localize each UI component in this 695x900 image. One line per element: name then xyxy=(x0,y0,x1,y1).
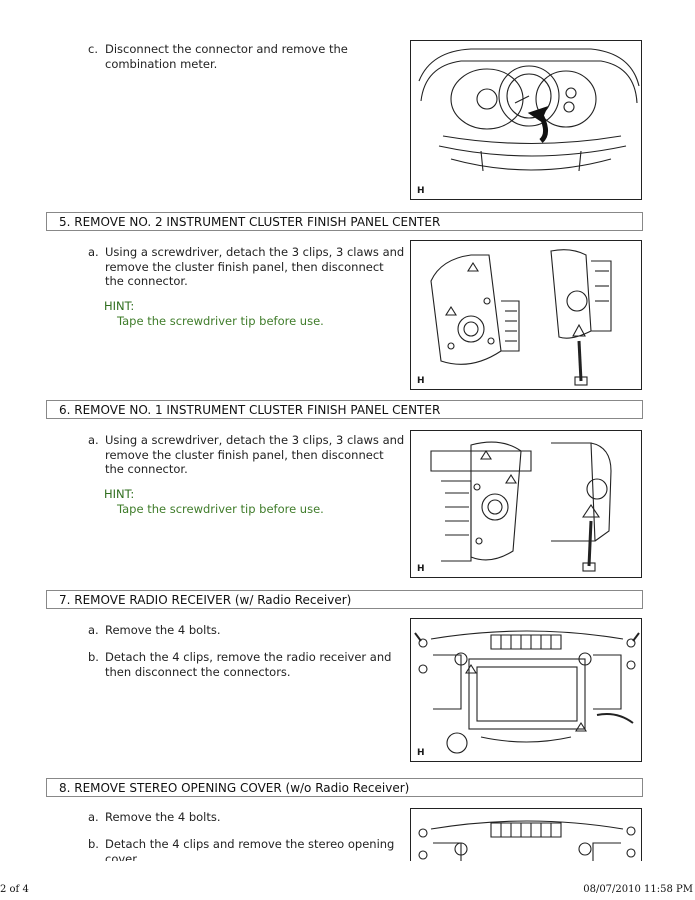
cluster-panel-no1-figure: H xyxy=(410,430,642,578)
step-letter: a. xyxy=(88,810,99,824)
print-timestamp: 08/07/2010 11:58 PM xyxy=(583,884,693,895)
step-line: Using a screwdriver, detach the 3 clips,… xyxy=(105,433,405,447)
hint-text: Tape the screwdriver tip before use. xyxy=(117,314,324,328)
step-letter: a. xyxy=(88,623,99,637)
figure-label: H xyxy=(417,186,425,196)
step-line: Remove the 4 bolts. xyxy=(105,810,221,824)
step-line: cover. xyxy=(105,851,140,862)
step-line: combination meter. xyxy=(105,56,218,71)
stereo-opening-cover-figure xyxy=(410,808,642,861)
step-letter: c. xyxy=(88,42,98,56)
cluster-panel-no2-figure: H xyxy=(410,240,642,390)
page-number: 2 of 4 xyxy=(0,884,29,895)
figure-label: H xyxy=(417,748,425,758)
radio-receiver-figure: H xyxy=(410,618,642,762)
step-line: Remove the 4 bolts. xyxy=(105,623,221,637)
step-line: remove the cluster finish panel, then di… xyxy=(105,259,384,274)
step-line: Detach the 4 clips and remove the stereo… xyxy=(105,837,395,851)
step-c-text: c. Disconnect the connector and remove th… xyxy=(88,42,348,71)
step-line: remove the cluster finish panel, then di… xyxy=(105,447,384,462)
hint-label: HINT: xyxy=(104,487,135,501)
hint-label: HINT: xyxy=(104,299,135,313)
section-8-step-b: b. Detach the 4 clips and remove the ster… xyxy=(88,837,394,861)
step-letter: b. xyxy=(88,837,99,851)
section-5-step-a: a. Using a screwdriver, detach the 3 clip… xyxy=(88,245,404,289)
step-line: the connector. xyxy=(105,274,188,288)
step-letter: a. xyxy=(88,245,99,259)
step-letter: a. xyxy=(88,433,99,447)
step-line: Detach the 4 clips, remove the radio rec… xyxy=(105,650,392,664)
section-7-heading: 7. REMOVE RADIO RECEIVER (w/ Radio Recei… xyxy=(46,590,643,608)
section-8-step-a: a. Remove the 4 bolts. xyxy=(88,810,221,825)
section-6-heading: 6. REMOVE NO. 1 INSTRUMENT CLUSTER FINIS… xyxy=(46,400,643,418)
section-5-heading: 5. REMOVE NO. 2 INSTRUMENT CLUSTER FINIS… xyxy=(46,212,643,230)
section-8-heading: 8. REMOVE STEREO OPENING COVER (w/o Radi… xyxy=(46,778,643,796)
section-7-step-b: b. Detach the 4 clips, remove the radio r… xyxy=(88,650,391,679)
combination-meter-figure: H xyxy=(410,40,642,200)
figure-label: H xyxy=(417,564,425,574)
hint-text: Tape the screwdriver tip before use. xyxy=(117,502,324,516)
step-line: the connector. xyxy=(105,462,188,476)
step-line: Using a screwdriver, detach the 3 clips,… xyxy=(105,245,405,259)
step-line: then disconnect the connectors. xyxy=(105,664,291,679)
figure-label: H xyxy=(417,376,425,386)
section-6-step-a: a. Using a screwdriver, detach the 3 clip… xyxy=(88,433,404,477)
section-7-step-a: a. Remove the 4 bolts. xyxy=(88,623,221,638)
step-line: Disconnect the connector and remove the xyxy=(105,42,348,56)
step-letter: b. xyxy=(88,650,99,664)
